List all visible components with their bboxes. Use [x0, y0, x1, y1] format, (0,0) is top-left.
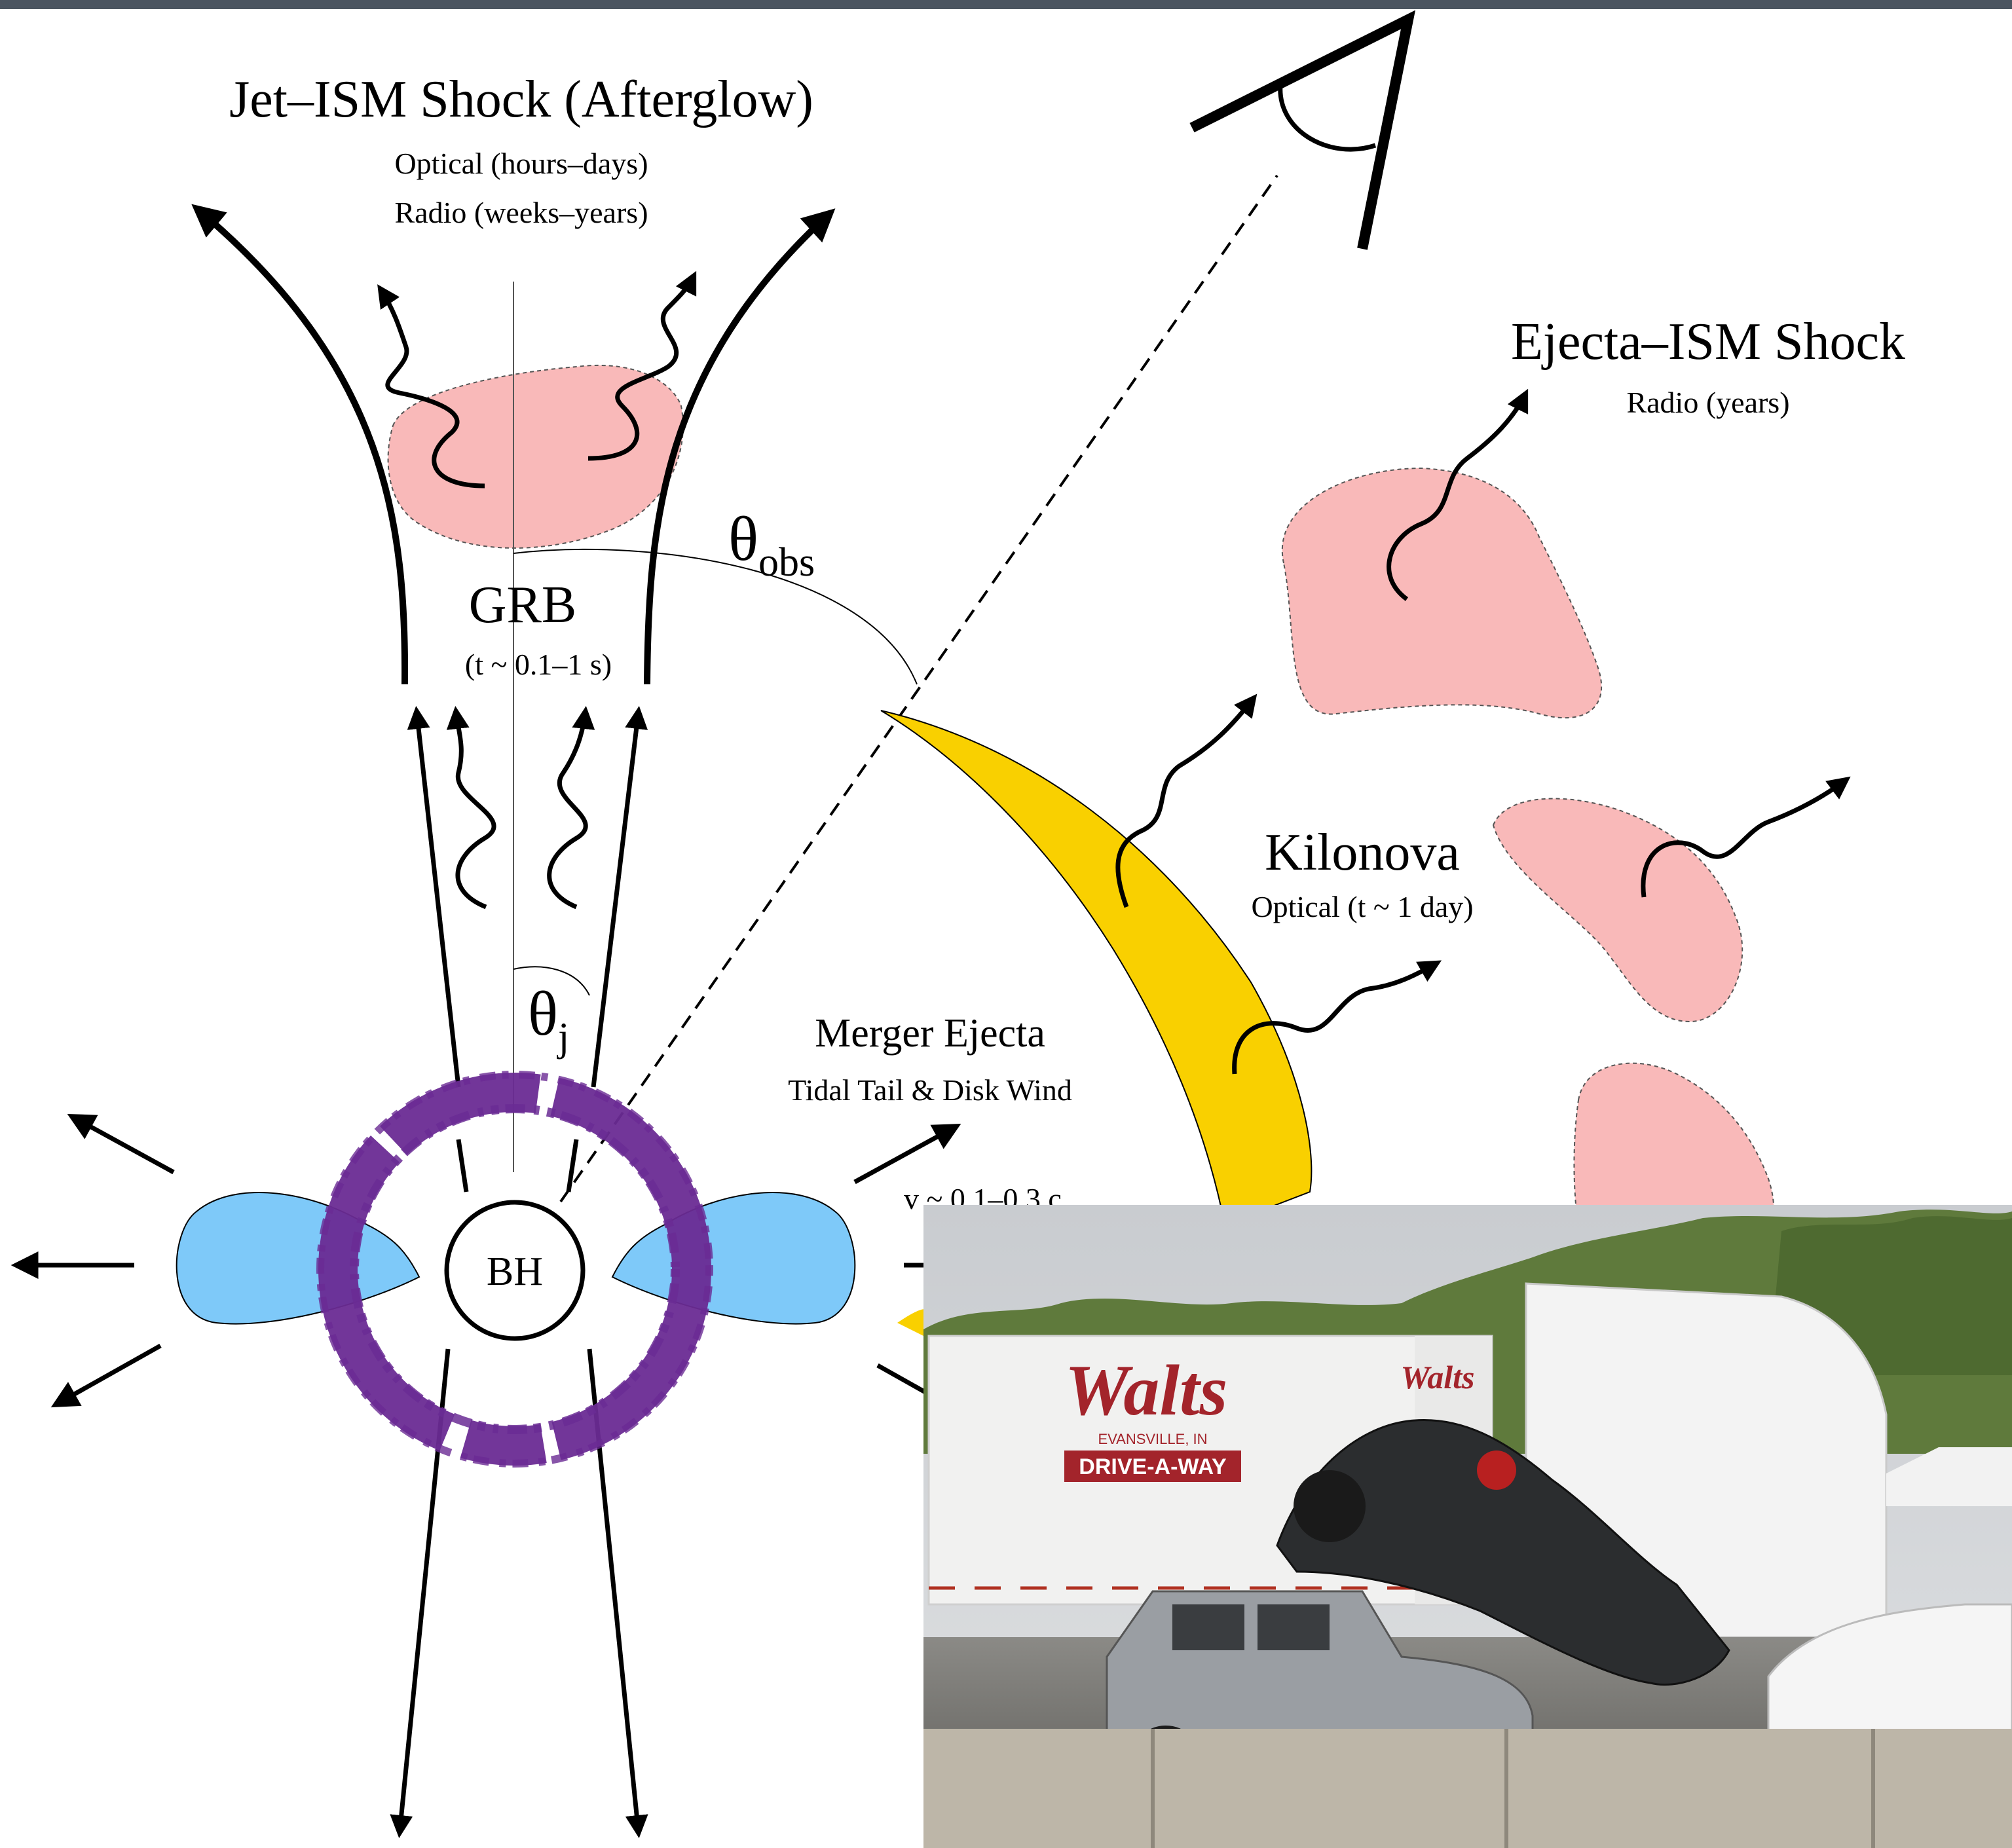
trailer-banner: DRIVE-A-WAY: [1079, 1454, 1227, 1479]
observer-eye-icon: [1192, 20, 1408, 249]
photon-squiggle: [550, 711, 586, 907]
disk-lobe-right: [612, 1192, 855, 1324]
truck-crash-photo: Walts EVANSVILLE, IN DRIVE-A-WAY Walts: [923, 1205, 2012, 1848]
bh-label: BH: [487, 1249, 543, 1294]
ejecta-arrow: [855, 1126, 956, 1182]
afterglow-title: Jet–ISM Shock (Afterglow): [229, 71, 813, 128]
ejecta-arrow: [56, 1346, 160, 1405]
theta-j-label: θj: [528, 978, 569, 1060]
ejecta-cloud: [1493, 799, 1742, 1022]
disk-lobe-left: [177, 1192, 419, 1324]
grb-title: GRB: [469, 576, 577, 634]
jet-boundary-left: [196, 208, 405, 684]
afterglow-optical: Optical (hours–days): [394, 147, 648, 180]
top-bar: [0, 0, 2012, 9]
jet-arrow: [417, 711, 458, 1087]
ejecta-arrow: [878, 1365, 930, 1395]
grb-time: (t ~ 0.1–1 s): [465, 648, 612, 681]
theta-obs-label: θobs: [728, 504, 815, 585]
jet-inner-segment: [458, 1139, 466, 1192]
jet-inner-segment: [568, 1139, 576, 1192]
kilonova-crescent: [881, 711, 1311, 1225]
ejecta-ism-radio: Radio (years): [1626, 386, 1789, 419]
kilonova-optical: Optical (t ~ 1 day): [1251, 890, 1473, 923]
jet-arrow: [593, 711, 639, 1087]
trailer-brand: Walts: [1065, 1350, 1228, 1430]
photon-squiggle: [456, 711, 494, 907]
jet-boundary-right: [647, 213, 830, 684]
ejecta-arrow: [72, 1117, 174, 1172]
cab-brand: Walts: [1401, 1359, 1475, 1395]
trailer-location: EVANSVILLE, IN: [1098, 1431, 1207, 1447]
afterglow-radio: Radio (weeks–years): [394, 196, 648, 229]
kilonova-title: Kilonova: [1265, 824, 1460, 881]
merger-title: Merger Ejecta: [815, 1011, 1045, 1056]
ejecta-ism-title: Ejecta–ISM Shock: [1511, 313, 1905, 371]
merger-sub: Tidal Tail & Disk Wind: [788, 1073, 1072, 1107]
